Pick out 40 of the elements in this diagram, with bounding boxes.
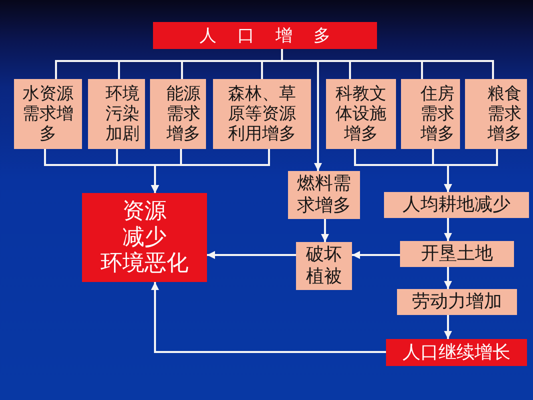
- box-text: 燃料需求增多: [296, 173, 352, 217]
- box-text: 能源需求增多: [166, 84, 201, 144]
- process-box: [326, 79, 396, 149]
- box-text: 劳动力增加: [412, 291, 502, 313]
- box-text: 人口增多: [198, 26, 352, 46]
- process-box: [397, 289, 517, 315]
- box-text: 水资源需求增多: [22, 84, 74, 144]
- box-text: 人均耕地减少: [402, 194, 510, 216]
- arrow: [444, 149, 498, 192]
- box-text: 环境恶化: [100, 250, 190, 276]
- process-box: [14, 79, 82, 149]
- process-box: [288, 171, 360, 219]
- box-text: 环境污染加剧: [105, 84, 140, 144]
- box-text: 科教文体设施增多: [335, 84, 387, 144]
- process-box: [400, 241, 514, 267]
- process-box: [384, 192, 529, 218]
- arrow: [444, 267, 452, 289]
- arrow: [444, 315, 452, 339]
- box-text: 住房需求增多: [420, 84, 455, 144]
- box-text: 人口继续增长: [402, 342, 510, 364]
- arrow: [151, 149, 270, 193]
- box-text: 粮食需求增多: [487, 84, 522, 144]
- box-text: 资源减少: [122, 198, 168, 250]
- heading-box: [153, 22, 377, 49]
- arrow: [151, 282, 386, 353]
- process-box: [88, 79, 145, 149]
- result-box: [82, 193, 207, 282]
- process-box: [213, 79, 311, 149]
- arrow: [352, 251, 400, 259]
- process-box: [296, 242, 352, 290]
- box-text: 破坏植被: [306, 244, 342, 288]
- result-box: [386, 339, 527, 366]
- arrow: [321, 219, 329, 242]
- process-box: [401, 79, 460, 149]
- arrow: [444, 218, 452, 241]
- box-text: 开垦土地: [421, 243, 493, 265]
- box-text: 森林、草原等资源利用增多: [228, 84, 296, 144]
- arrow: [207, 251, 296, 259]
- process-box: [465, 79, 527, 149]
- process-box: [150, 79, 206, 149]
